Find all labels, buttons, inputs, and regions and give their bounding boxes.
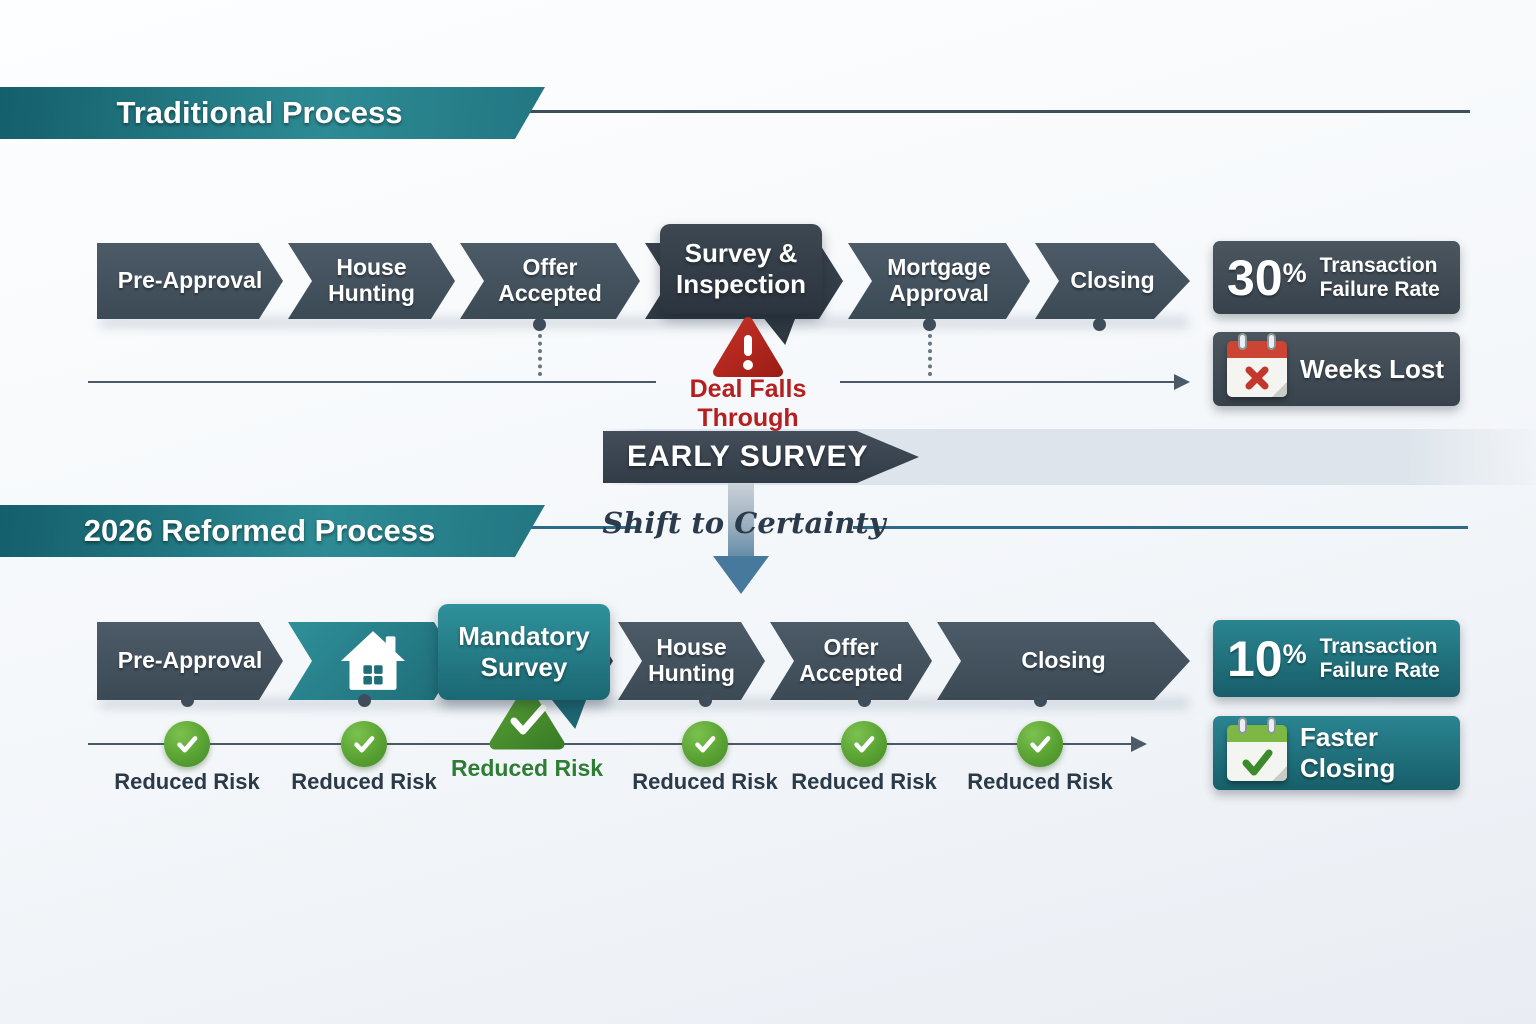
stat-unit: % xyxy=(1282,257,1307,288)
step-label: Pre-Approval xyxy=(117,267,263,294)
check-circle-icon xyxy=(682,721,728,767)
reformed-step-pre-approval: Pre-Approval xyxy=(97,622,283,700)
failure-rate-badge-reformed: 10 % Transaction Failure Rate xyxy=(1213,620,1460,697)
x-mark xyxy=(1245,366,1269,389)
warning-triangle-icon xyxy=(711,314,785,385)
connector-dot xyxy=(1034,694,1047,707)
connector-dot xyxy=(858,694,871,707)
reformed-step-closing: Closing xyxy=(937,622,1190,700)
step-label: Offer Accepted xyxy=(799,634,903,686)
calendar-body xyxy=(1227,358,1287,397)
calendar-check-icon xyxy=(1227,717,1287,781)
traditional-step-offer-accepted: Offer Accepted xyxy=(460,243,640,319)
dotted-connector xyxy=(928,334,932,376)
calendar-ring xyxy=(1267,333,1276,350)
reformed-step-house xyxy=(288,622,458,700)
step-label: House Hunting xyxy=(328,254,415,306)
reduced-risk-label: Reduced Risk xyxy=(632,769,778,794)
callout-label: Mandatory Survey xyxy=(458,621,590,682)
connector-dot xyxy=(181,694,194,707)
traditional-step-house-hunting: House Hunting xyxy=(288,243,455,319)
calendar-fold xyxy=(1272,766,1287,781)
step-label: House Hunting xyxy=(648,634,735,686)
house-icon xyxy=(334,630,412,692)
weeks-lost-label: Weeks Lost xyxy=(1300,353,1445,384)
calendar-fold xyxy=(1272,382,1287,397)
deal-falls-through-label: Deal Falls Through xyxy=(689,375,807,432)
step-label: Closing xyxy=(1021,647,1106,674)
reformed-timeline xyxy=(88,743,1132,745)
reduced-risk-label-highlight: Reduced Risk xyxy=(450,755,604,781)
stat-value: 10 % xyxy=(1227,634,1307,684)
timeline-arrowhead xyxy=(1174,374,1190,390)
traditional-timeline xyxy=(840,381,1175,383)
check-circle-icon xyxy=(164,721,210,767)
reformed-banner: 2026 Reformed Process xyxy=(0,505,545,557)
traditional-banner-title: Traditional Process xyxy=(116,95,403,130)
faster-closing-badge: Faster Closing xyxy=(1213,716,1460,790)
dotted-connector xyxy=(538,334,542,376)
calendar-header xyxy=(1227,341,1287,358)
reformed-step-house-hunting: House Hunting xyxy=(618,622,765,700)
weeks-lost-badge: Weeks Lost xyxy=(1213,332,1460,406)
check-circle-icon xyxy=(1017,721,1063,767)
stat-unit: % xyxy=(1282,638,1307,669)
connector-dot xyxy=(533,318,546,331)
reduced-risk-label: Reduced Risk xyxy=(791,769,937,794)
stat-number: 30 xyxy=(1227,249,1283,306)
callout-label: Survey & Inspection xyxy=(675,238,806,299)
caption-rule-right xyxy=(853,526,1468,529)
down-arrow-head xyxy=(713,556,769,594)
stat-number: 10 xyxy=(1227,630,1283,687)
survey-inspection-callout: Survey & Inspection xyxy=(660,224,822,314)
traditional-step-closing: Closing xyxy=(1035,243,1190,319)
traditional-banner-rule xyxy=(460,110,1470,113)
traditional-row-shadow xyxy=(100,317,1188,328)
mandatory-survey-callout: Mandatory Survey xyxy=(438,604,610,700)
early-survey-arrow: EARLY SURVEY xyxy=(603,431,919,483)
traditional-banner: Traditional Process xyxy=(0,87,545,139)
connector-dot xyxy=(358,694,371,707)
check-circle-icon xyxy=(841,721,887,767)
step-label: Closing xyxy=(1070,267,1155,294)
stat-label: Transaction Failure Rate xyxy=(1319,634,1440,682)
reformed-banner-title: 2026 Reformed Process xyxy=(83,513,436,548)
connector-dot xyxy=(699,694,712,707)
faster-closing-label: Faster Closing xyxy=(1300,722,1396,783)
check-mark xyxy=(1242,749,1273,775)
down-arrow-shaft xyxy=(728,482,754,558)
calendar-header xyxy=(1227,725,1287,742)
calendar-ring xyxy=(1238,717,1247,734)
stat-label: Transaction Failure Rate xyxy=(1319,253,1440,301)
reformed-step-offer-accepted: Offer Accepted xyxy=(770,622,932,700)
connector-dot xyxy=(1093,318,1106,331)
connector-dot xyxy=(923,318,936,331)
calendar-ring xyxy=(1238,333,1247,350)
early-survey-label: EARLY SURVEY xyxy=(627,440,869,473)
timeline-arrowhead xyxy=(1131,736,1147,752)
shift-to-certainty-caption: Shift to Certainty xyxy=(602,506,886,540)
check-triangle-icon xyxy=(487,684,567,757)
traditional-step-pre-approval: Pre-Approval xyxy=(97,243,283,319)
reformed-row-shadow xyxy=(100,698,1188,709)
reduced-risk-label: Reduced Risk xyxy=(291,769,437,794)
traditional-timeline xyxy=(88,381,656,383)
step-label: Pre-Approval xyxy=(117,647,263,674)
traditional-step-mortgage-approval: Mortgage Approval xyxy=(848,243,1030,319)
step-label: Offer Accepted xyxy=(498,254,602,306)
check-circle-icon xyxy=(341,721,387,767)
stat-value: 30 % xyxy=(1227,253,1307,303)
step-label: Mortgage Approval xyxy=(887,254,991,306)
reduced-risk-label: Reduced Risk xyxy=(967,769,1113,794)
reduced-risk-label: Reduced Risk xyxy=(114,769,260,794)
failure-rate-badge-traditional: 30 % Transaction Failure Rate xyxy=(1213,241,1460,314)
calendar-ring xyxy=(1267,717,1276,734)
caption-rule-left xyxy=(490,526,640,529)
calendar-x-icon xyxy=(1227,333,1287,397)
